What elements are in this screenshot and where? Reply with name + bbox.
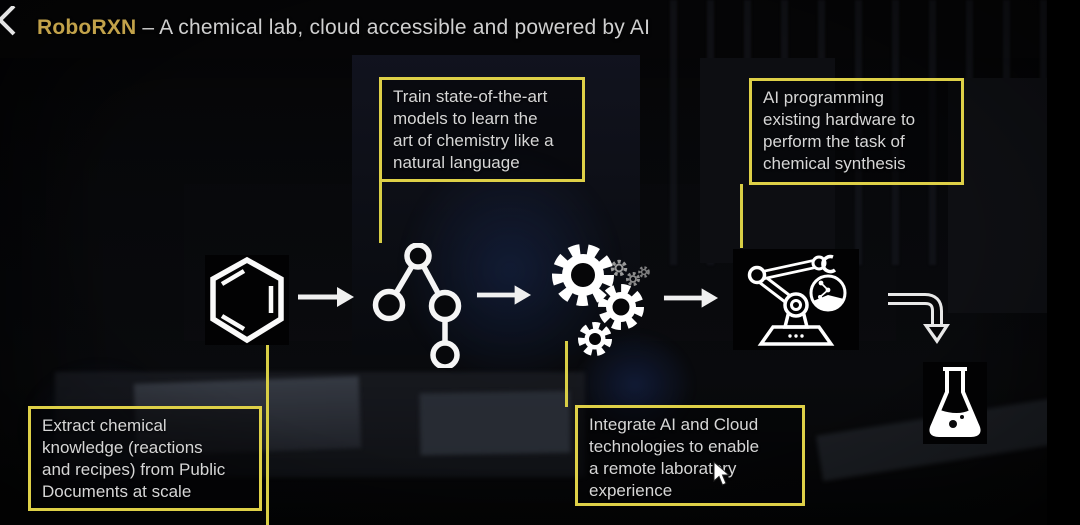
callout-train-models: Train state-of-the-art models to learn t… <box>379 77 585 182</box>
background-machine-silhouette <box>948 78 1048 313</box>
flask-icon <box>929 367 981 437</box>
curved-arrow-icon <box>888 293 950 344</box>
robot-icon-tile <box>733 249 859 350</box>
benzene-molecule-icon <box>210 256 284 344</box>
decision-tree-icon <box>372 243 462 368</box>
title-text: – A chemical lab, cloud accessible and p… <box>136 16 651 39</box>
connector-line-gears-to-integrate <box>565 341 568 407</box>
callout-extract-text: Extract chemical knowledge (reactions an… <box>42 416 226 502</box>
slide-title: RoboRXN – A chemical lab, cloud accessib… <box>37 13 650 43</box>
benzene-icon-tile <box>205 255 289 345</box>
connector-line-train-to-tree <box>379 181 382 243</box>
callout-extract-knowledge: Extract chemical knowledge (reactions an… <box>28 406 262 511</box>
callout-integrate-text: Integrate AI and Cloud technologies to e… <box>589 415 760 501</box>
flask-icon-tile <box>923 362 987 444</box>
flow-arrow-icon <box>476 285 532 305</box>
robot-arm-icon <box>747 254 847 346</box>
callout-ai-programming: AI programming existing hardware to perf… <box>749 78 964 185</box>
partial-x-mark <box>0 6 16 36</box>
callout-integrate-cloud: Integrate AI and Cloud technologies to e… <box>575 405 805 506</box>
right-black-bar <box>1047 0 1080 525</box>
flow-arrow-icon <box>298 287 354 307</box>
mouse-cursor <box>713 461 731 486</box>
callout-train-text: Train state-of-the-art models to learn t… <box>393 87 554 173</box>
gears-icon <box>552 244 650 356</box>
callout-ai-text: AI programming existing hardware to perf… <box>763 88 916 174</box>
connector-line-ai-to-robot <box>740 184 743 248</box>
title-brand: RoboRXN <box>37 16 137 39</box>
flow-arrow-icon <box>663 288 719 308</box>
connector-line-benzene-to-extract <box>266 344 269 525</box>
